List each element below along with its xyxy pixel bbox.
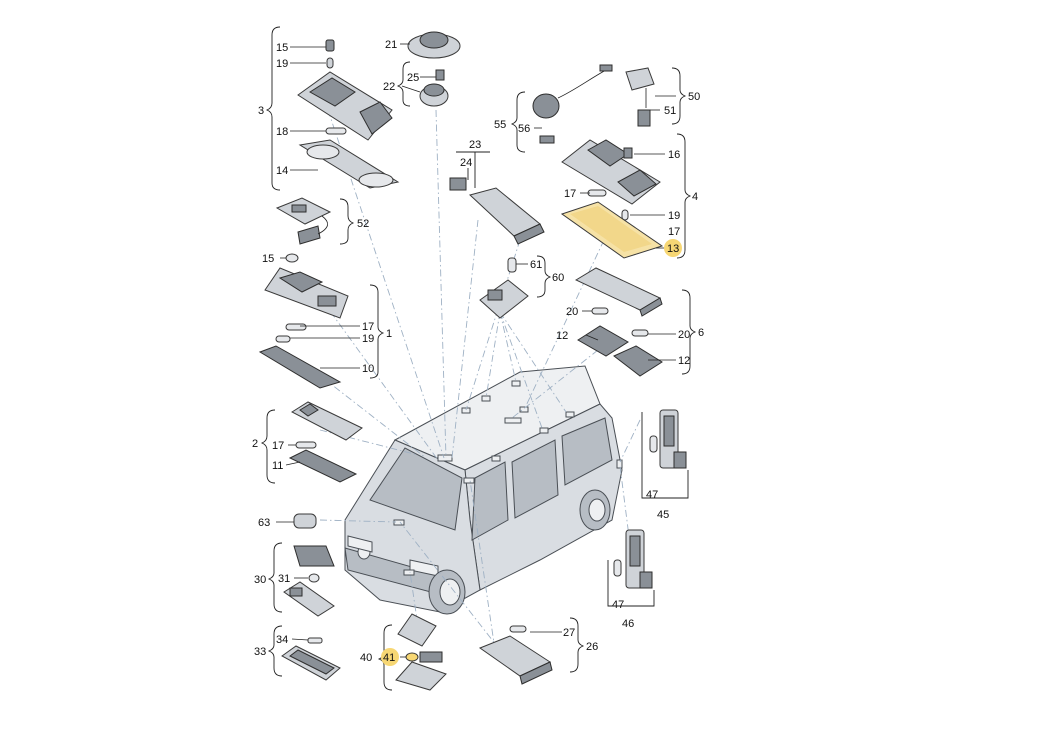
label-19: 19 [276, 58, 288, 70]
part-45-47-license-light [649, 409, 687, 469]
label-56: 56 [518, 123, 530, 135]
label-40: 40 [360, 652, 372, 664]
label-10: 10 [362, 363, 374, 375]
part-14-lens [298, 139, 400, 189]
label-4: 4 [692, 191, 698, 203]
label-15-b: 15 [262, 253, 274, 265]
part-10-lens [258, 345, 342, 389]
label-19-c: 19 [362, 333, 374, 345]
part-number-labels: 15 19 3 18 14 21 25 22 50 51 55 56 23 24… [252, 39, 704, 664]
label-31: 31 [278, 573, 290, 585]
part-15-bulb [285, 253, 299, 263]
group-brackets [260, 26, 697, 691]
label-23: 23 [469, 139, 481, 151]
label-16: 16 [668, 149, 680, 161]
part-23-24-control-unit [449, 177, 545, 245]
part-1-interior-light [264, 267, 349, 319]
label-2: 2 [252, 438, 258, 450]
part-11-lens [288, 449, 358, 483]
part-2-light-housing [290, 401, 363, 441]
label-21: 21 [385, 39, 397, 51]
label-34: 34 [276, 634, 288, 646]
label-50: 50 [688, 91, 700, 103]
label-19-b: 19 [668, 210, 680, 222]
label-51: 51 [664, 105, 676, 117]
highlight-badge-41 [381, 648, 399, 666]
label-47-b: 47 [612, 599, 624, 611]
part-60-61-switch [479, 257, 529, 319]
part-40-41-light-unit [395, 613, 447, 691]
label-30: 30 [254, 574, 266, 586]
label-26: 26 [586, 641, 598, 653]
leader-lines [276, 43, 676, 658]
label-17-d: 17 [272, 440, 284, 452]
label-47-a: 47 [646, 489, 658, 501]
label-52: 52 [357, 218, 369, 230]
part-17-19-bulbs [275, 323, 307, 343]
label-63: 63 [258, 517, 270, 529]
part-55-56-sensor [532, 64, 613, 144]
label-13: 13 [667, 243, 679, 255]
label-22: 22 [383, 81, 395, 93]
label-14: 14 [276, 165, 288, 177]
label-45: 45 [657, 509, 669, 521]
label-55: 55 [494, 119, 506, 131]
part-6-light-assembly [574, 267, 663, 337]
label-12-b: 12 [678, 355, 690, 367]
label-46: 46 [622, 618, 634, 630]
part-63-bulb [293, 513, 317, 529]
label-11: 11 [272, 460, 283, 472]
part-12-lens-mesh [577, 325, 663, 377]
part-22-25-sensor [419, 69, 449, 107]
part-52-reading-light [275, 197, 332, 245]
van-illustration [344, 365, 623, 615]
label-15: 15 [276, 42, 288, 54]
label-18: 18 [276, 126, 288, 138]
label-17-b: 17 [668, 226, 680, 238]
label-61: 61 [530, 259, 542, 271]
label-3: 3 [258, 105, 264, 117]
part-33-light-lens [281, 637, 341, 681]
part-13-lens-highlighted [560, 201, 664, 259]
part-30-light-unit [283, 545, 335, 617]
label-60: 60 [552, 272, 564, 284]
label-41: 41 [383, 652, 395, 664]
part-21-speaker-housing [407, 31, 461, 59]
label-17-a: 17 [564, 188, 576, 200]
part-46-47-license-light [613, 529, 653, 589]
part-3-interior-light-housing [297, 71, 393, 141]
part-18-festoon-bulb [325, 127, 347, 135]
label-12-a: 12 [556, 330, 568, 342]
label-27: 27 [563, 627, 575, 639]
highlight-badge-13 [664, 239, 682, 257]
label-33: 33 [254, 646, 266, 658]
part-26-27-light-unit [478, 625, 553, 685]
part-17-bulb [295, 441, 317, 449]
label-1: 1 [386, 328, 392, 340]
label-6: 6 [698, 327, 704, 339]
label-25: 25 [407, 72, 419, 84]
part-50-51-switch [625, 67, 655, 127]
label-24: 24 [460, 157, 472, 169]
label-20-a: 20 [566, 306, 578, 318]
part-15-bulb-socket [325, 39, 335, 69]
label-20-b: 20 [678, 329, 690, 341]
part-4-interior-light-assembly [561, 139, 661, 221]
label-17-c: 17 [362, 321, 374, 333]
